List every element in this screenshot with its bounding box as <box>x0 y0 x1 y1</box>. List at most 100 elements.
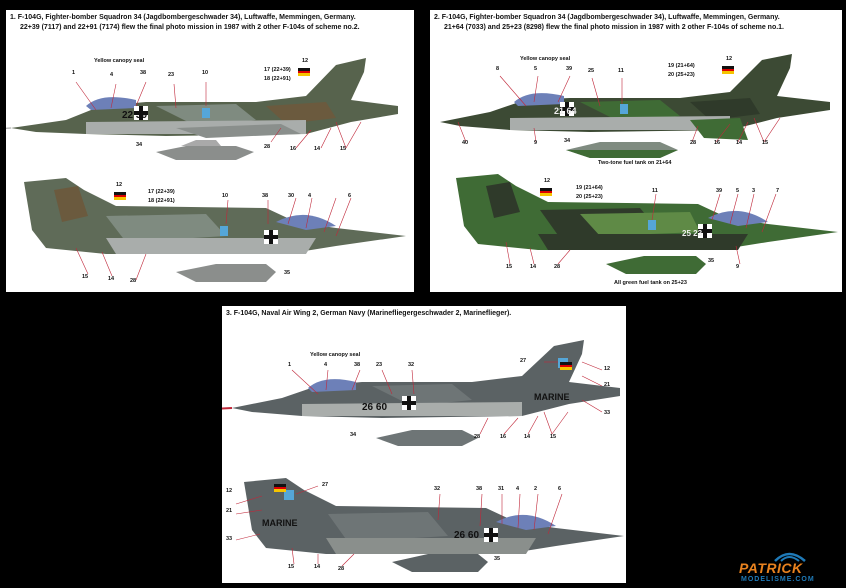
code-18: 18 (22+91) <box>148 198 175 204</box>
aircraft-profile-22-39 <box>6 58 398 138</box>
callout-40: 40 <box>462 140 469 146</box>
callout-30: 30 <box>288 193 295 199</box>
serial-21-64: 21 64 <box>554 106 577 116</box>
callout-35: 35 <box>284 270 291 276</box>
code-20: 20 (25+23) <box>668 72 695 78</box>
code-list-1-side: 17 (22+39) 18 (22+91) <box>148 188 175 206</box>
callout-31: 31 <box>498 486 505 492</box>
callout-39: 39 <box>566 66 573 72</box>
callout-7: 7 <box>776 188 780 194</box>
serial-22-39: 22 39 <box>122 110 147 121</box>
callout-39-side: 39 <box>716 188 723 194</box>
drop-tank-34 <box>156 140 254 160</box>
canopy-note: Yellow canopy seal <box>310 352 361 358</box>
callout-28-side: 28 <box>130 278 137 284</box>
panel-2-caption-line1: 2. F-104G, Fighter-bomber Squadron 34 (J… <box>434 14 780 21</box>
callout-11-side: 11 <box>652 188 658 194</box>
german-flag-icon <box>114 192 126 200</box>
callout-33: 33 <box>604 410 611 416</box>
callout-12-side: 12 <box>226 488 233 494</box>
callout-27-side: 27 <box>322 482 329 488</box>
callout-28-side: 28 <box>554 264 561 270</box>
callout-15: 15 <box>762 140 769 146</box>
callout-4: 4 <box>110 72 114 78</box>
callout-27: 27 <box>520 358 527 364</box>
german-flag-icon <box>560 362 572 370</box>
callout-23: 23 <box>376 362 383 368</box>
callout-34: 34 <box>350 432 357 438</box>
callout-14: 14 <box>736 140 743 146</box>
callout-12-side: 12 <box>544 178 551 184</box>
callout-6: 6 <box>558 486 562 492</box>
callout-5-side: 5 <box>736 188 740 194</box>
panel-2-caption-line2: 21+64 (7033) and 25+23 (8298) flew the f… <box>444 24 785 31</box>
drop-tank-35 <box>392 554 488 572</box>
canopy-note: Yellow canopy seal <box>94 58 145 64</box>
aircraft-profile-26-60-side <box>244 478 624 554</box>
panel-1-caption-line1: 1. F-104G, Fighter-bomber Squadron 34 (J… <box>10 14 356 21</box>
callout-38: 38 <box>354 362 361 368</box>
callout-21: 21 <box>604 382 611 388</box>
callout-28-side: 28 <box>338 566 345 572</box>
callout-1: 1 <box>288 362 292 368</box>
callout-12-top: 12 <box>302 58 309 64</box>
serial-26-60-top: 26 60 <box>362 402 387 413</box>
callout-15-side: 15 <box>506 264 513 270</box>
callout-34: 34 <box>136 142 143 148</box>
tank-note-two-tone: Two-tone fuel tank on 21+64 <box>598 160 672 166</box>
callout-38-side: 38 <box>262 193 269 199</box>
callout-10-side: 10 <box>222 193 229 199</box>
german-flag-icon <box>722 66 734 74</box>
logo-graphic: PATRICK MODELISME.COM <box>739 552 814 583</box>
callout-15-side: 15 <box>288 564 295 570</box>
code-list-2: 19 (21+64) 20 (25+23) <box>668 62 695 80</box>
german-flag-icon <box>274 484 286 492</box>
callout-14-side: 14 <box>530 264 537 270</box>
callout-14-side: 14 <box>108 276 115 282</box>
german-flag-icon <box>540 188 552 196</box>
callout-25: 25 <box>588 68 595 74</box>
callout-28: 28 <box>690 140 697 146</box>
callout-4-side: 4 <box>308 193 312 199</box>
callout-14: 14 <box>314 146 321 152</box>
callout-16: 16 <box>290 146 297 152</box>
panel-3-caption-line1: 3. F-104G, Naval Air Wing 2, German Navy… <box>226 310 512 317</box>
drop-tank-34 <box>566 142 678 158</box>
serial-26-60-side: 26 60 <box>454 530 479 541</box>
panel-3-drawings: 26 60 MARINE 26 60 MARINE <box>222 340 624 572</box>
code-19: 19 (21+64) <box>576 185 603 191</box>
callout-32: 32 <box>408 362 415 368</box>
callout-12-top: 12 <box>604 366 611 372</box>
callout-12-top: 12 <box>726 56 733 62</box>
callout-10: 10 <box>202 70 209 76</box>
marine-lettering-top: MARINE <box>534 392 570 402</box>
code-17: 17 (22+39) <box>148 189 175 195</box>
code-list-2-side: 19 (21+64) 20 (25+23) <box>576 184 603 202</box>
callout-4-side: 4 <box>516 486 520 492</box>
callout-12-side: 12 <box>116 182 123 188</box>
drop-tank-34 <box>376 430 478 446</box>
callout-1: 1 <box>72 70 76 76</box>
drop-tank-35 <box>606 256 706 274</box>
callout-35: 35 <box>708 258 715 264</box>
drop-tank-35 <box>176 264 276 282</box>
callout-5: 5 <box>534 66 538 72</box>
callout-32-side: 32 <box>434 486 441 492</box>
code-20: 20 (25+23) <box>576 194 603 200</box>
profile-panel-1: 1. F-104G, Fighter-bomber Squadron 34 (J… <box>6 10 414 292</box>
callout-6: 6 <box>348 193 352 199</box>
callout-15: 15 <box>340 146 347 152</box>
aircraft-profile-26-60-top <box>222 340 620 418</box>
code-19: 19 (21+64) <box>668 63 695 69</box>
panel-1-caption-line2: 22+39 (7117) and 22+91 (7174) flew the f… <box>20 24 360 31</box>
tank-note-all-green: All green fuel tank on 25+23 <box>614 280 687 286</box>
marine-lettering-side: MARINE <box>262 518 298 528</box>
callout-14-side: 14 <box>314 564 321 570</box>
profile-panel-3: 3. F-104G, Naval Air Wing 2, German Navy… <box>222 306 626 583</box>
patrick-modelisme-logo: PATRICK MODELISME.COM <box>735 545 843 583</box>
serial-25-23: 25 23 <box>682 229 703 238</box>
panel-1-drawings: 22 39 <box>6 58 406 282</box>
callout-4: 4 <box>324 362 328 368</box>
german-flag-icon <box>298 68 310 76</box>
code-17: 17 (22+39) <box>264 67 291 73</box>
